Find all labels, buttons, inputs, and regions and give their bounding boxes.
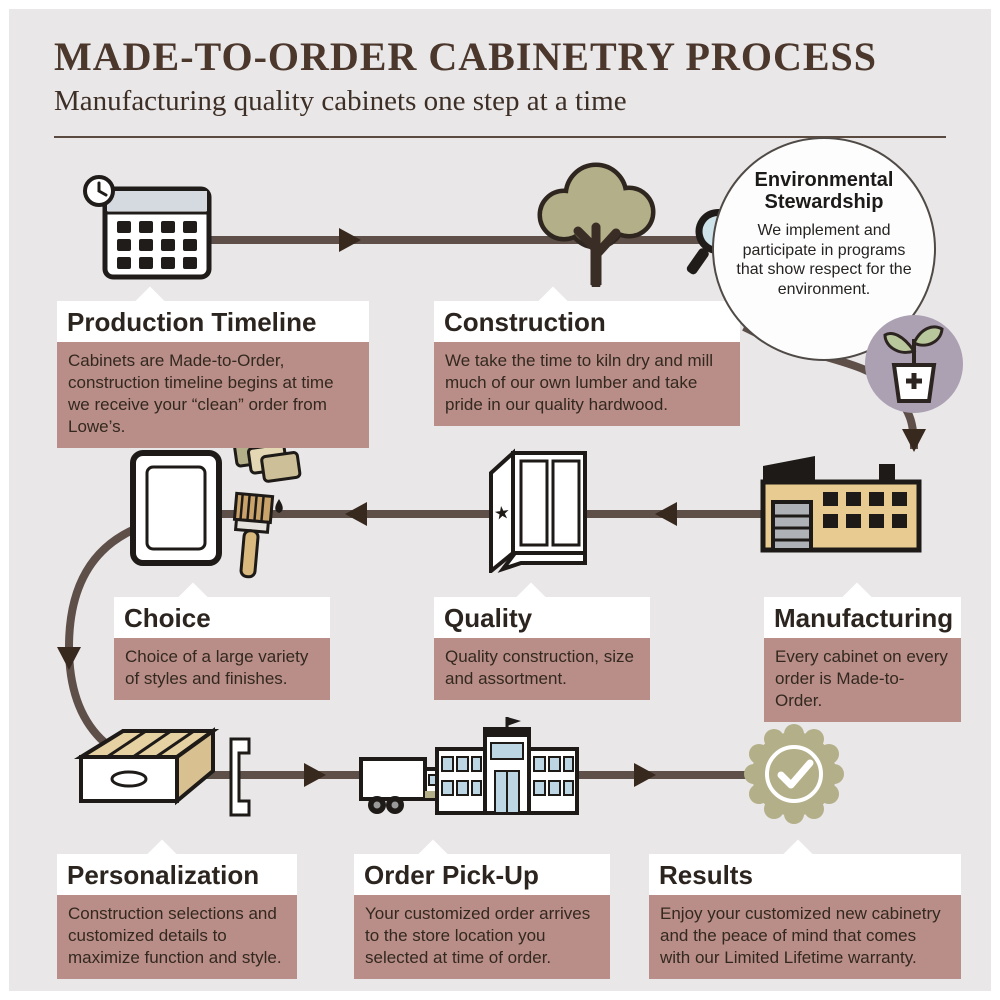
step-body: Enjoy your customized new cabinetry and … — [649, 894, 961, 979]
step-body: Construction selections and customized d… — [57, 894, 297, 979]
plant-pot-icon — [883, 325, 944, 403]
tree-icon — [537, 162, 656, 287]
step-body: Cabinets are Made-to-Order, construction… — [57, 341, 369, 448]
paint-brush-icon — [232, 491, 283, 579]
paint-swatches-icon — [232, 435, 302, 483]
step-choice: Choice Choice of a large variety of styl… — [114, 582, 330, 700]
step-title: Manufacturing — [764, 597, 961, 638]
step-body: Every cabinet on every order is Made-to-… — [764, 637, 961, 722]
store-icon — [435, 717, 579, 815]
seal-check-icon — [744, 724, 844, 824]
step-body: Choice of a large variety of styles and … — [114, 637, 330, 700]
svg-text:★: ★ — [493, 502, 512, 524]
step-production-timeline: Production Timeline Cabinets are Made-to… — [57, 286, 369, 448]
step-body: Quality construction, size and assortmen… — [434, 637, 650, 700]
step-title: Construction — [434, 301, 740, 342]
header: MADE-TO-ORDER CABINETRY PROCESS Manufact… — [54, 35, 877, 119]
cabinet-door-icon — [130, 450, 222, 566]
step-personalization: Personalization Construction selections … — [57, 839, 297, 979]
page-subtitle: Manufacturing quality cabinets one step … — [54, 85, 627, 118]
step-quality: Quality Quality construction, size and a… — [434, 582, 650, 700]
header-divider — [54, 136, 946, 138]
step-manufacturing: Manufacturing Every cabinet on every ord… — [764, 582, 961, 722]
drawer-icon — [73, 727, 220, 806]
step-title: Production Timeline — [57, 301, 369, 342]
step-order-pickup: Order Pick-Up Your customized order arri… — [354, 839, 610, 979]
step-results: Results Enjoy your customized new cabine… — [649, 839, 961, 979]
callout-body: We implement and participate in programs… — [736, 222, 912, 298]
step-body: We take the time to kiln dry and mill mu… — [434, 341, 740, 426]
page-title: MADE-TO-ORDER CABINETRY PROCESS — [54, 34, 878, 79]
door-edge-icon — [229, 737, 251, 817]
step-title: Order Pick-Up — [354, 854, 610, 895]
step-construction: Construction We take the time to kiln dr… — [434, 286, 740, 426]
callout-title: Environmental Stewardship — [754, 169, 894, 213]
step-title: Choice — [114, 597, 330, 638]
step-title: Quality — [434, 597, 650, 638]
step-body: Your customized order arrives to the sto… — [354, 894, 610, 979]
step-title: Personalization — [57, 854, 297, 895]
cabinet-star-icon: ★ — [489, 448, 587, 573]
calendar-clock-icon — [83, 175, 212, 280]
plant-pot-badge — [865, 315, 963, 413]
flow-arrows — [57, 228, 926, 787]
step-title: Results — [649, 854, 961, 895]
factory-icon — [760, 456, 922, 553]
